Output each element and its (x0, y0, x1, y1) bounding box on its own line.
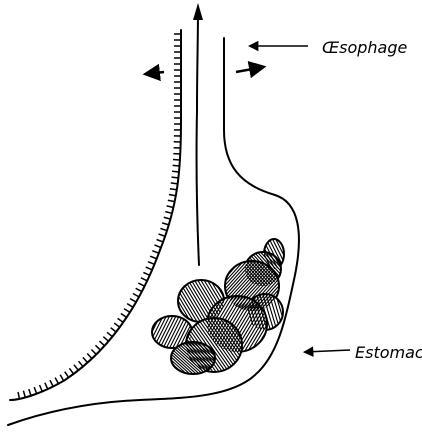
esophagus-label: Œsophage (322, 38, 408, 57)
right-wall-outline (8, 38, 299, 425)
stomach-label: Estomac (355, 343, 422, 362)
right-outward-arrow (236, 67, 263, 72)
upward-flow-arrow (197, 8, 199, 265)
upward-arrowhead (193, 3, 203, 20)
stomach-pointer (305, 350, 350, 352)
left-wall-hatch (18, 34, 181, 399)
food-mass (106, 233, 347, 386)
left-outward-arrow (146, 72, 164, 74)
left-wall-outline (10, 30, 181, 400)
